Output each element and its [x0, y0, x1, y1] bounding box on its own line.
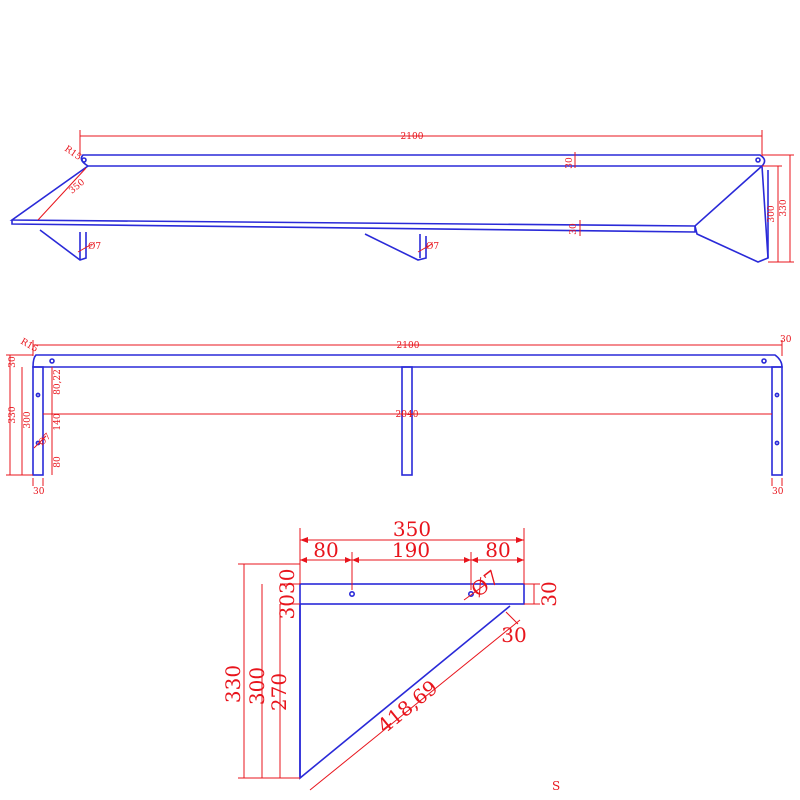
stray-mark: S [552, 779, 560, 793]
dim-bracket-diag-thickness: 30 [501, 611, 527, 647]
dim-iso-total-height-label: 330 [779, 199, 789, 216]
dim-front-length-label: 2100 [397, 341, 420, 351]
dim-bracket-top-dims-label: 3030 [275, 569, 299, 620]
shelf-right-bracket [694, 165, 769, 263]
dim-front-hole-spacing: 80,22 140 80 [51, 367, 63, 475]
dim-bracket-diagonal-label: 418,69 [373, 675, 442, 738]
dim-iso-thickness-top-label: 30 [565, 157, 575, 169]
dim-bracket-segments: 80 190 80 [300, 538, 524, 590]
dim-bracket-top-dims: 3030 [275, 569, 300, 620]
dim-iso-length: 2100 [79, 130, 763, 156]
dim-bracket-total-height-label: 330 [221, 665, 245, 703]
dim-iso-hole-left: Ø7 [77, 241, 101, 253]
dim-bracket-width-label: 350 [393, 517, 431, 541]
dim-front-hole-dia: Ø7 [33, 431, 54, 449]
dim-iso-thickness-top: 30 [565, 152, 576, 169]
dim-iso-thickness-front-label: 30 [569, 223, 579, 235]
front-middle-leg [401, 366, 413, 476]
dim-iso-thickness-front: 30 [569, 220, 581, 236]
dim-bracket-heights: 330 300 270 [221, 563, 300, 779]
dim-bracket-height-label: 300 [245, 667, 269, 705]
dim-bracket-arm-thickness-label: 30 [537, 581, 561, 606]
dim-front-top-right: 30 [780, 335, 792, 345]
shelf-top-panel [9, 154, 766, 233]
dim-bracket-arm-thickness: 30 [524, 581, 561, 607]
dim-iso-height: 300 330 [762, 154, 794, 263]
front-left-leg [32, 366, 44, 476]
dim-iso-length-label: 2100 [401, 132, 424, 142]
dim-front-radius: R15 [19, 337, 40, 355]
front-top-bar [32, 354, 783, 368]
dim-front-leg-width-left: 30 [33, 487, 45, 497]
dim-front-left-top: 30 [8, 356, 18, 368]
dim-bracket-seg-mid: 190 [392, 538, 430, 562]
dim-bracket-inner-height-label: 270 [267, 673, 291, 711]
dim-front-left-total: 330 [8, 406, 18, 423]
dim-front-left-heights: 330 30 300 [6, 354, 33, 476]
dim-iso-bracket-height-label: 300 [767, 205, 777, 222]
dim-iso-depth-label: 350 [68, 177, 88, 196]
dim-front-inner-length-label: 2040 [396, 410, 419, 420]
dim-bracket-seg-left: 80 [313, 538, 338, 562]
dim-front-leg-width-right: 30 [772, 487, 784, 497]
isometric-view: 2100 R15 350 30 30 300 330 Ø7 [9, 130, 794, 263]
dim-bracket-seg-right: 80 [485, 538, 510, 562]
dim-bracket-width: 350 [299, 517, 525, 584]
dim-bracket-diagonal: 418,69 [309, 619, 521, 791]
bracket-view: 350 80 190 80 3030 Ø7 [221, 517, 561, 793]
dim-iso-hole-mid: Ø7 [417, 241, 439, 253]
dim-bracket-diag-thickness-label: 30 [501, 623, 526, 647]
dim-iso-hole-mid-label: Ø7 [426, 241, 439, 252]
dim-front-hole-dia-label: Ø7 [36, 431, 53, 448]
dim-front-length: 2100 [32, 340, 783, 356]
dim-front-hole-spacing-bottom: 80 [53, 456, 63, 468]
shelf-middle-bracket [364, 233, 427, 261]
dim-front-hole-spacing-top: 80,22 [53, 369, 63, 395]
front-view: 2100 R15 30 2040 330 30 300 80,22 140 80… [6, 335, 792, 497]
bracket-shape [299, 583, 525, 780]
dim-iso-depth: 350 [37, 167, 88, 221]
dim-iso-hole-left-label: Ø7 [88, 241, 101, 252]
front-right-leg [771, 366, 783, 476]
dim-front-leg-widths: 30 30 [32, 478, 784, 497]
dim-front-left-height: 300 [23, 411, 33, 428]
dim-front-inner-length: 2040 [43, 410, 772, 420]
dim-front-hole-spacing-mid: 140 [53, 413, 63, 430]
shelf-left-bracket [39, 229, 87, 261]
